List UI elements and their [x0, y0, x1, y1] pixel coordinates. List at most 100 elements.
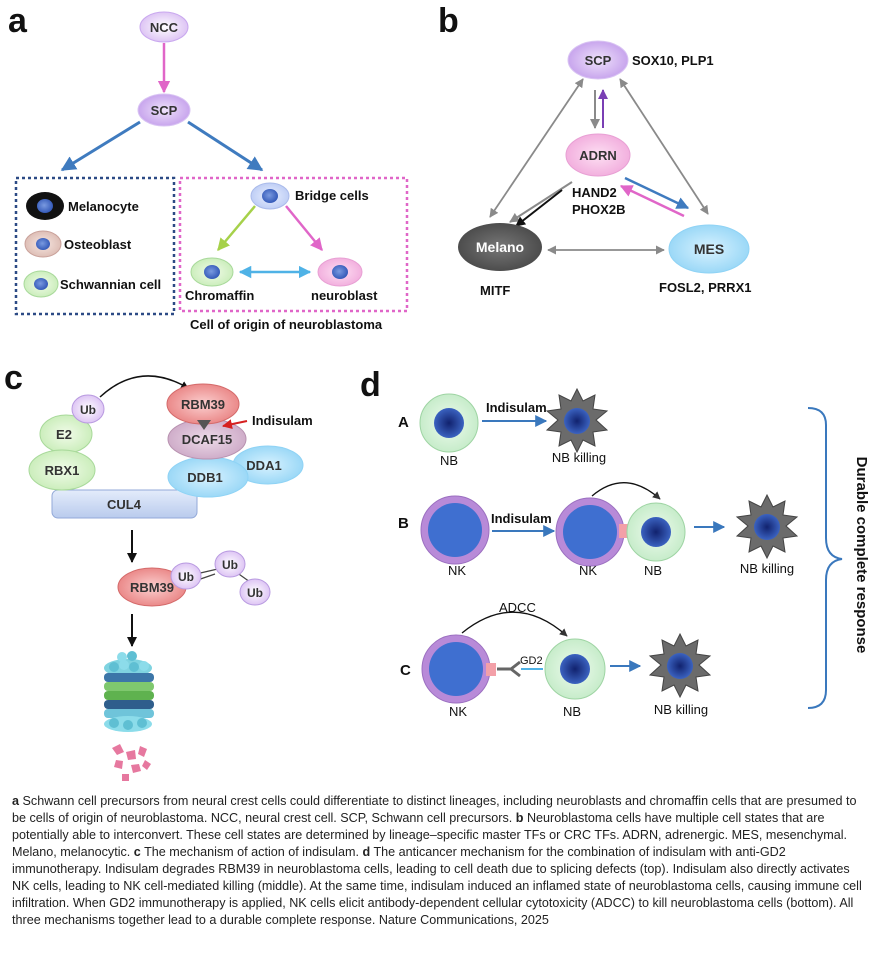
scp-state-node [567, 40, 629, 80]
adrn-to-melano-arrow [509, 181, 573, 223]
chromaffin-label: Chromaffin [185, 288, 254, 303]
scp-state-label: SCP [585, 53, 612, 68]
scp-mes-arrow [619, 78, 709, 215]
caption-b-text: Neuroblastoma cells have multiple cell s… [12, 811, 848, 859]
row-c-nb-label: NB [563, 704, 581, 719]
caption-d-text: The anticancer mechanism for the combina… [12, 845, 862, 927]
ncc-node [139, 11, 189, 43]
adrn-to-mes-arrow [624, 176, 690, 210]
osteoblast-label: Osteoblast [64, 237, 132, 252]
row-b-nk-label-1: NK [448, 563, 466, 578]
row-a-nb-label: NB [440, 453, 458, 468]
bridge-nucleus [262, 189, 278, 203]
scp-tfs-label: SOX10, PLP1 [632, 53, 714, 68]
scp-to-origin-arrow [187, 120, 264, 172]
cul4-label: CUL4 [107, 497, 142, 512]
row-b-nk-nucleus-1 [428, 503, 482, 557]
adrn-state-label: ADRN [579, 148, 617, 163]
ub-chain-3-label: Ub [247, 586, 263, 600]
ub-chain-1-label: Ub [178, 570, 194, 584]
ub-chain-3 [239, 578, 271, 606]
row-b-killed-cell-icon [735, 493, 799, 560]
ddb1-label: DDB1 [187, 470, 222, 485]
schwannian-nucleus [34, 278, 48, 290]
ub-donor-label: Ub [80, 403, 96, 417]
row-b-nb-label: NB [644, 563, 662, 578]
origin-label: Cell of origin of neuroblastoma [190, 317, 383, 332]
neuroblast-label: neuroblast [311, 288, 378, 303]
scp-to-lineages-arrow [60, 120, 141, 172]
figure-caption: a Schwann cell precursors from neural cr… [12, 793, 862, 929]
row-b-label: B [398, 515, 409, 532]
ub-chain-1 [170, 562, 202, 590]
peptide-fragments-icon [112, 744, 151, 781]
neuroblast-nucleus [332, 265, 348, 279]
row-a-indisulam: Indisulam [486, 400, 547, 415]
rbm39-ub-label: RBM39 [130, 580, 174, 595]
durable-response-label: Durable complete response [853, 457, 870, 654]
adcc-label: ADCC [499, 600, 536, 615]
antibody-icon [497, 660, 521, 678]
adrn-tf-phox2b: PHOX2B [572, 202, 625, 217]
row-b-nb-nucleus [641, 517, 671, 547]
panel-d: d A NB Indisulam NB killing B NK Indisul… [360, 366, 870, 719]
row-c-nk-label: NK [449, 704, 467, 719]
figure-canvas: a NCC SCP Melanocyte Osteoblast Schwanni… [4, 2, 870, 781]
adrn-state-node [565, 133, 631, 177]
ncc-label: NCC [150, 20, 179, 35]
row-a-killed-cell-icon [545, 387, 609, 454]
ub-donor [71, 394, 105, 424]
mes-state-node [668, 224, 750, 274]
row-a-label: A [398, 414, 409, 431]
panel-letter-d: d [360, 366, 381, 404]
cul4-scaffold [51, 489, 198, 519]
bridge-to-chromaffin-arrow [217, 205, 256, 251]
row-a-killing-label: NB killing [552, 450, 606, 465]
row-b-nk-nucleus-2 [563, 505, 617, 559]
mes-tfs-label: FOSL2, PRRX1 [659, 280, 751, 295]
row-c-nk-nucleus [429, 642, 483, 696]
rbx1-protein [28, 449, 96, 491]
ub-transfer-arrow [99, 375, 189, 398]
bridge-label: Bridge cells [295, 188, 369, 203]
caption-c-text: The mechanism of action of indisulam. [140, 845, 363, 859]
scp-label: SCP [151, 103, 178, 118]
melanocyte-nucleus [37, 199, 53, 213]
rbx1-label: RBX1 [45, 463, 80, 478]
proteasome-icon [104, 651, 154, 732]
bridge-to-neuroblast-arrow [285, 205, 323, 251]
row-c-fc-receptor [486, 663, 496, 676]
ub-chain-2 [214, 550, 246, 578]
caption-b-letter: b [515, 811, 524, 825]
outcome-brace [807, 407, 843, 709]
row-b-killing-label: NB killing [740, 561, 794, 576]
adcc-curve-arrow [461, 611, 568, 637]
row-c-killing-label: NB killing [654, 702, 708, 717]
lineage-box [14, 176, 176, 316]
rbm39-label: RBM39 [181, 397, 225, 412]
melano-state-node [458, 223, 542, 271]
row-b-curve-arrow [591, 482, 661, 500]
mes-state-label: MES [694, 241, 724, 257]
melano-state-label: Melano [476, 239, 524, 255]
indisulam-label: Indisulam [252, 413, 313, 428]
indisulam-molecule-icon [197, 420, 211, 430]
scp-node [137, 93, 191, 127]
row-a-nb-nucleus [434, 408, 464, 438]
row-b-synapse [619, 524, 629, 538]
panel-b: b SCP SOX10, PLP1 ADRN HAND2 PHOX2B Mela… [438, 2, 751, 298]
panel-letter-b: b [438, 2, 459, 40]
osteoblast-nucleus [36, 238, 50, 250]
row-b-indisulam: Indisulam [491, 511, 552, 526]
caption-c-letter: c [133, 845, 141, 859]
dda1-label: DDA1 [246, 458, 281, 473]
row-c-label: C [400, 662, 411, 679]
mes-to-adrn-arrow [619, 184, 685, 218]
panel-letter-c: c [4, 359, 23, 397]
dcaf15-label: DCAF15 [182, 432, 233, 447]
adrn-tf-hand2: HAND2 [572, 185, 617, 200]
panel-letter-a: a [8, 2, 28, 40]
adrn-to-melano-black-arrow [515, 189, 563, 227]
melano-tf-label: MITF [480, 283, 510, 298]
indisulam-arrow [222, 419, 248, 430]
